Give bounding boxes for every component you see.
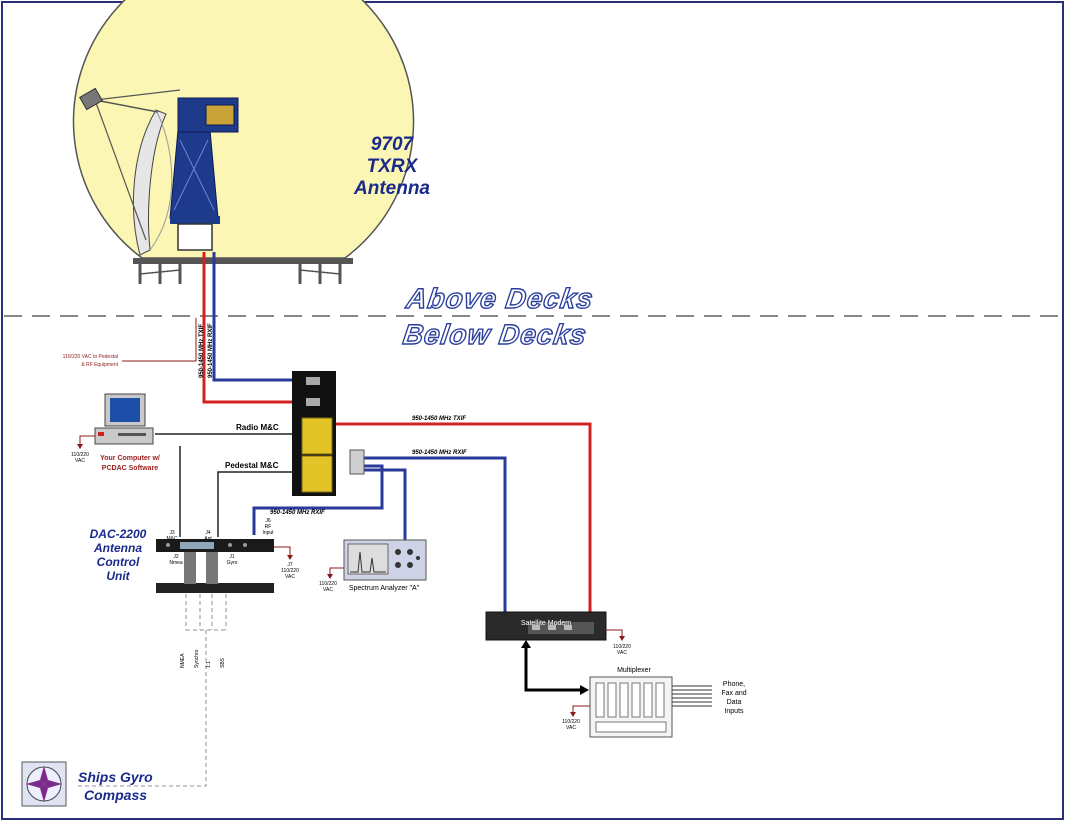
analyzer-power-arrow: [327, 574, 333, 579]
mux-power-line: [572, 705, 590, 714]
computer-power-line: [79, 435, 95, 446]
dac-title-4: Unit: [106, 569, 130, 583]
computer: [94, 393, 154, 445]
txif-horizontal-label: 950-1450 MHz TXIF: [412, 416, 466, 422]
modem-mux-cable: [524, 646, 582, 692]
tx-cable-modem: [332, 422, 592, 612]
phone-label-4: Inputs: [724, 708, 744, 715]
satellite-modem-label: Satellite Modem: [521, 620, 571, 627]
gyro-ss-label: 1:1: [206, 661, 212, 668]
computer-power-arrow: [77, 444, 83, 449]
analyzer-power-line: [329, 567, 344, 576]
rx-cable-modem: [364, 456, 507, 612]
j2-sub-label: Nmea: [169, 560, 183, 566]
satellite-modem: [485, 611, 607, 641]
phone-lines: [672, 685, 712, 707]
pedestal-power-line: [122, 318, 197, 362]
j1-label: J1: [229, 554, 235, 560]
modem-arrow: [521, 640, 531, 648]
rf-rack: [292, 371, 365, 496]
mux-vac-2: VAC: [566, 725, 576, 731]
rx-cable-dac: [252, 464, 384, 535]
tx-cable-antenna: [202, 252, 312, 404]
j4-label: J4: [205, 530, 211, 536]
dac-vac-1: 110/220: [281, 568, 299, 574]
j3-label: J3: [169, 530, 175, 536]
j6-sub-label-2: Input: [262, 530, 274, 536]
j3-sub-label: M&C: [166, 536, 178, 542]
phone-label-1: Phone,: [723, 681, 745, 688]
gyro-sbs-label: SBS: [220, 657, 226, 668]
j6-sub-label-1: RF: [265, 524, 272, 530]
antenna-dome: [72, 0, 415, 284]
dac-title-1: DAC-2200: [90, 527, 147, 541]
dac-power-arrow: [287, 555, 293, 560]
radio-mc-label: Radio M&C: [236, 423, 279, 432]
modem-vac-2: VAC: [617, 650, 627, 656]
analyzer-vac-1: 110/220: [319, 581, 337, 587]
antenna-dish: [79, 87, 181, 256]
antenna-pedestal: [169, 97, 239, 251]
antenna-title-line3: Antenna: [353, 178, 430, 199]
mux-arrow: [580, 685, 589, 695]
phone-label-2: Fax and: [721, 690, 746, 697]
multiplexer: [589, 676, 673, 738]
spectrum-analyzer-label: Spectrum Analyzer "A": [349, 585, 420, 592]
multiplexer-label: Multiplexer: [617, 667, 652, 674]
dac-power-line: [274, 546, 291, 557]
dac-title-2: Antenna: [93, 541, 142, 555]
gyro-nmea-label: NMEA: [180, 653, 186, 668]
computer-vac-2: VAC: [75, 458, 85, 464]
rx-cable-analyzer: [362, 468, 407, 540]
j4-sub-label: Ant: [204, 536, 212, 542]
computer-vac-1: 110/220: [71, 452, 89, 458]
j6-label: J6: [265, 518, 271, 524]
pedestal-mc-label: Pedestal M&C: [225, 461, 279, 470]
mux-vac-1: 110/220: [562, 719, 580, 725]
phone-label-3: Data: [727, 699, 742, 706]
modem-vac-1: 110/220: [613, 644, 631, 650]
rxif-vertical-label: 950-1450 MHz RXIF: [208, 323, 214, 378]
modem-power-arrow: [619, 636, 625, 641]
j1-sub-label: Gyro: [227, 560, 238, 566]
txif-vertical-label: 950-1450 MHz TXIF: [199, 324, 205, 378]
computer-label-1: Your Computer w/: [100, 455, 160, 462]
gyro-label-1: Ships Gyro: [78, 769, 153, 785]
rxif-horizontal-label: 950-1450 MHz RXIF: [412, 450, 467, 456]
rx-cable-antenna: [212, 252, 312, 382]
compass-rose-icon: [21, 761, 67, 807]
analyzer-vac-2: VAC: [323, 587, 333, 593]
computer-label-2: PCDAC Software: [102, 465, 159, 472]
spectrum-analyzer: [343, 539, 427, 581]
above-decks-label: Above Decks: [403, 283, 595, 314]
pedestal-mc-cable: [217, 471, 312, 537]
pedestal-power-label-1: 110/220 VAC to Pedestal: [63, 354, 118, 360]
j2-label: J2: [173, 554, 179, 560]
pedestal-power-label-2: & RF Equipment: [81, 362, 118, 368]
rxif-dac-label: 950-1450 MHz RXIF: [270, 510, 325, 516]
gyro-label-2: Compass: [84, 787, 147, 803]
j7-label: J7: [287, 562, 293, 568]
antenna-title-line1: 9707: [371, 134, 415, 155]
modem-power-line: [606, 629, 623, 638]
dac-vac-2: VAC: [285, 574, 295, 580]
gyro-cables: [78, 594, 227, 787]
gyro-synchro-label: Synchro: [194, 649, 200, 668]
dac-title-3: Control: [97, 555, 140, 569]
antenna-title-line2: TXRX: [367, 156, 419, 177]
mux-power-arrow: [570, 712, 576, 717]
below-decks-label: Below Decks: [401, 319, 589, 350]
dac-unit: [156, 539, 274, 593]
